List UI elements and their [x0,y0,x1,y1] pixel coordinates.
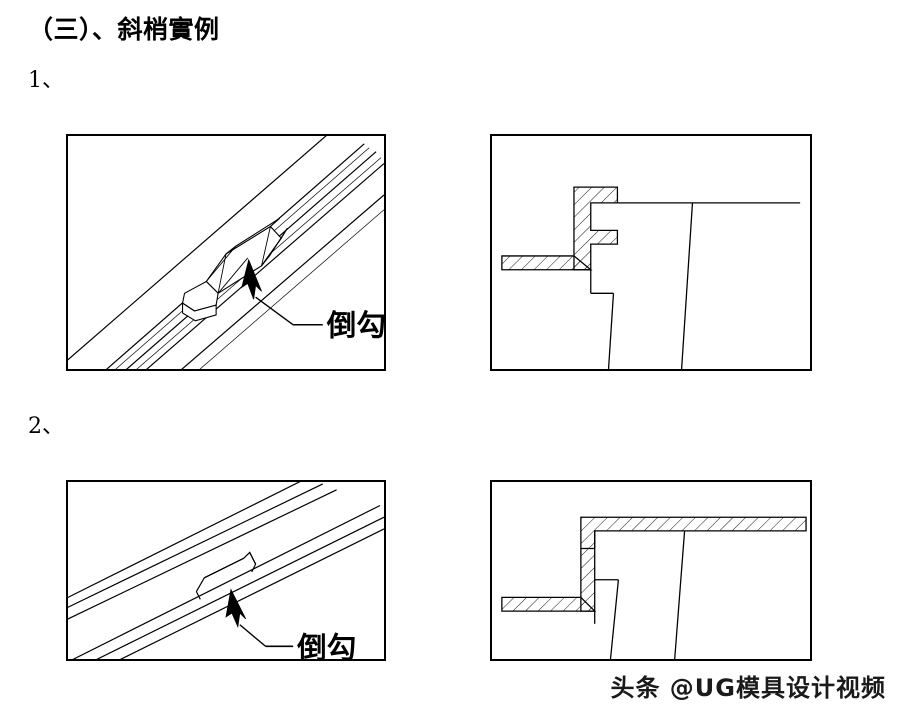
section-1-hatched-pin [573,186,619,271]
figure-2-section-view [490,480,812,661]
section-1-hatched-plate [501,255,593,271]
figure-2-isometric-view: 倒勾 倒勾 [66,480,386,661]
watermark-text: 头条 @UG模具设计视频 [610,674,886,702]
callout-arrow-1 [241,258,323,326]
figure-1-isometric-drawing: 倒勾 [68,136,384,369]
item-number-2: 2、 [28,414,64,439]
section-2-hatched-base [501,596,597,612]
page-title: （三）、斜梢實例 [28,15,220,44]
section-2-hatched-wall [580,516,807,612]
figure-1-section-view [490,134,812,371]
figure-1-isometric-view: 倒勾 倒勾 [66,134,386,371]
figure-1-callout-label: 倒勾 [326,309,384,343]
figure-2-callout-label: 倒勾 [296,631,356,659]
figure-1-section-drawing [501,186,801,369]
callout-arrow-2 [225,588,294,648]
figure-2-isometric-drawing: 倒勾 [68,482,384,659]
figure-2-section-drawing [501,516,807,659]
item-number-1: 1、 [28,68,64,93]
